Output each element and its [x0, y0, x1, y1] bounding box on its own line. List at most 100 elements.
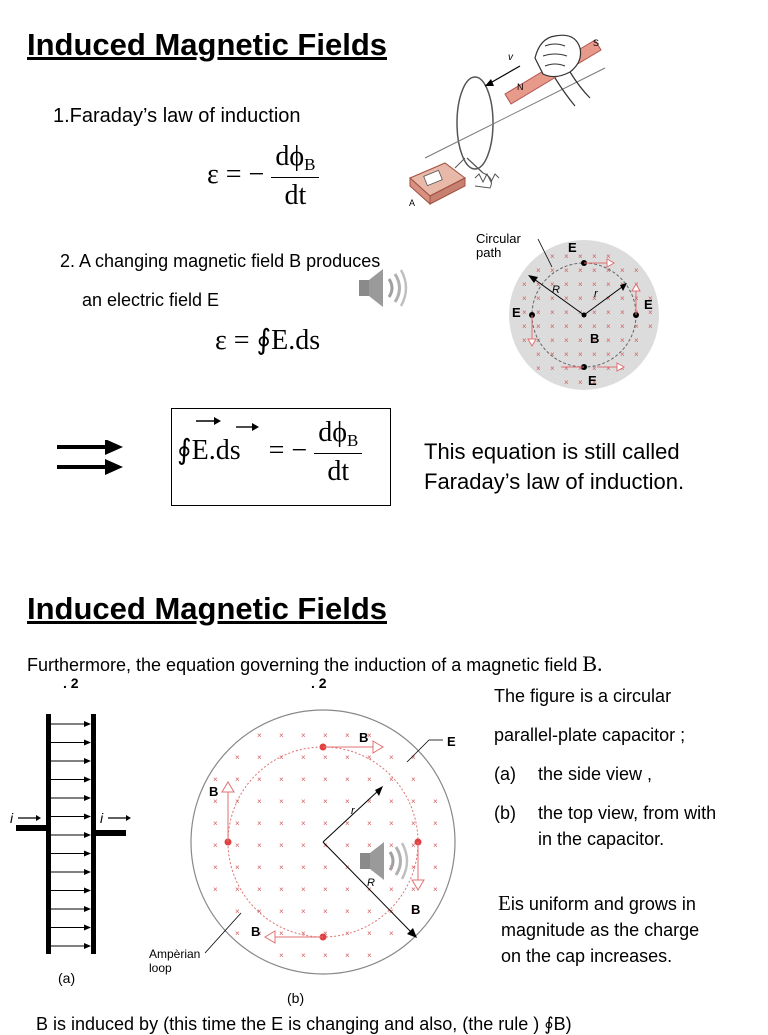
grow-line3: on the cap increases.	[501, 946, 673, 966]
note-line1: This equation is still called	[424, 439, 680, 464]
field-x-mark: ×	[536, 294, 541, 303]
field-x-mark: ×	[578, 266, 583, 275]
meter-a-label: A	[409, 198, 415, 208]
note-text: This equation is still called Faraday’s …	[424, 437, 684, 497]
field-x-mark: ×	[564, 294, 569, 303]
field-x-mark: ×	[345, 885, 350, 894]
field-x-mark: ×	[213, 775, 218, 784]
item-b-text-1: the top view, from with	[538, 803, 717, 823]
fig-b-caption: (b)	[287, 990, 304, 1006]
desc-line1: The figure is a circular	[494, 686, 672, 706]
field-x-mark: ×	[433, 885, 438, 894]
field-x-mark: ×	[301, 929, 306, 938]
field-x-mark: ×	[648, 294, 653, 303]
field-x-mark: ×	[522, 322, 527, 331]
field-x-mark: ×	[620, 322, 625, 331]
marker-a: . 2	[63, 675, 79, 691]
field-x-mark: ×	[564, 322, 569, 331]
circular-path-figure: ××××××××××××××××××××××××××××××××××××××××…	[476, 231, 659, 390]
grow-line2: magnitude as the charge	[501, 920, 700, 940]
field-x-mark: ×	[550, 252, 555, 261]
field-x-mark: ×	[323, 951, 328, 960]
boxed-eq-den: dt	[327, 456, 350, 487]
e-field-arrowhead	[84, 721, 91, 727]
field-x-mark: ×	[522, 294, 527, 303]
circular-label-1: Circular	[476, 231, 521, 246]
field-x-mark: ×	[411, 753, 416, 762]
field-x-mark: ×	[213, 841, 218, 850]
field-x-mark: ×	[367, 951, 372, 960]
field-x-mark: ×	[433, 797, 438, 806]
field-x-mark: ×	[279, 863, 284, 872]
field-x-mark: ×	[367, 797, 372, 806]
boxed-equation	[171, 408, 391, 506]
field-x-mark: ×	[345, 775, 350, 784]
field-x-mark: ×	[213, 819, 218, 828]
e-field-arrowhead	[84, 758, 91, 764]
field-x-mark: ×	[634, 336, 639, 345]
field-x-mark: ×	[550, 350, 555, 359]
field-x-mark: ×	[592, 378, 597, 387]
field-x-mark: ×	[323, 841, 328, 850]
amperian-label-1: Ampèrian	[149, 947, 200, 961]
induction-magnet-figure: N S v A	[405, 28, 615, 213]
field-x-mark: ×	[301, 819, 306, 828]
slide2-intro: Furthermore, the equation governing the …	[27, 651, 603, 677]
field-x-mark: ×	[536, 364, 541, 373]
field-x-mark: ×	[345, 951, 350, 960]
item-b-label: (b)	[494, 803, 516, 823]
point2-line2: an electric field E	[82, 290, 220, 310]
field-x-mark: ×	[536, 308, 541, 317]
fig-a-caption: (a)	[58, 970, 75, 986]
field-x-mark: ×	[592, 364, 597, 373]
field-x-mark: ×	[323, 863, 328, 872]
e-field-arrowhead	[84, 850, 91, 857]
field-x-mark: ×	[550, 364, 555, 373]
e-field-arrowhead	[84, 869, 91, 875]
field-x-mark: ×	[411, 863, 416, 872]
field-x-mark: ×	[301, 907, 306, 916]
field-x-mark: ×	[301, 753, 306, 762]
field-x-mark: ×	[279, 797, 284, 806]
field-x-mark: ×	[389, 929, 394, 938]
field-x-mark: ×	[279, 753, 284, 762]
circle-r-lower: r	[594, 288, 599, 300]
implies-arrow-icon	[57, 440, 123, 475]
field-x-mark: ×	[620, 336, 625, 345]
field-x-mark: ×	[578, 364, 583, 373]
field-x-mark: ×	[257, 863, 262, 872]
field-x-mark: ×	[279, 951, 284, 960]
field-x-mark: ×	[367, 841, 372, 850]
field-x-mark: ×	[213, 885, 218, 894]
eq1-lhs: ε = −	[207, 158, 265, 190]
field-x-mark: ×	[620, 294, 625, 303]
intro-text: Furthermore, the equation governing the …	[27, 655, 578, 675]
field-x-mark: ×	[592, 336, 597, 345]
field-x-mark: ×	[592, 252, 597, 261]
circle-b-label: B	[590, 331, 599, 346]
field-x-mark: ×	[606, 294, 611, 303]
field-x-mark: ×	[522, 336, 527, 345]
field-x-mark: ×	[411, 841, 416, 850]
speaker-icon-2[interactable]	[356, 838, 412, 884]
field-x-mark: ×	[345, 819, 350, 828]
circle-e-right: E	[644, 297, 653, 312]
capacitor-top-view-figure: ××××××××××××××××××××××××××××××××××××××××…	[149, 709, 456, 1006]
e-field-arrowhead	[84, 943, 91, 949]
top-b-label-3: B	[411, 902, 420, 917]
field-x-mark: ×	[235, 819, 240, 828]
speaker-icon[interactable]	[355, 265, 411, 311]
field-x-mark: ×	[578, 322, 583, 331]
field-x-mark: ×	[257, 907, 262, 916]
note-line2: Faraday’s law of induction.	[424, 469, 685, 494]
field-x-mark: ×	[606, 364, 611, 373]
field-x-mark: ×	[213, 797, 218, 806]
point2-line1: 2. A changing magnetic field B produces	[60, 251, 381, 271]
field-x-mark: ×	[367, 731, 372, 740]
field-x-mark: ×	[279, 907, 284, 916]
field-x-mark: ×	[606, 280, 611, 289]
intro-b-symbol: B.	[582, 651, 603, 676]
boxed-eq-fraction: dϕB dt	[314, 417, 363, 488]
field-x-mark: ×	[578, 378, 583, 387]
field-x-mark: ×	[323, 731, 328, 740]
